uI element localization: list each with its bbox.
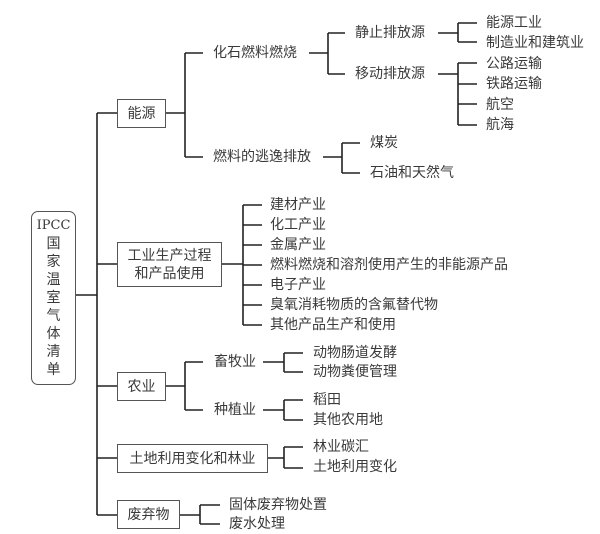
leaf-manufacturing-construction: 制造业和建筑业 — [486, 35, 584, 51]
node-fossil-fuel-combustion: 化石燃料燃烧 — [213, 45, 297, 61]
node-mobile-sources: 移动排放源 — [355, 66, 425, 82]
leaf-oil-gas: 石油和天然气 — [370, 165, 454, 181]
leaf-aviation: 航空 — [486, 97, 514, 113]
leaf-wastewater-treatment: 废水处理 — [229, 516, 285, 532]
root-label-line: 单 — [46, 362, 61, 378]
leaf-non-energy-products: 燃料燃烧和溶剂使用产生的非能源产品 — [270, 257, 508, 273]
root-label-line: 体 — [46, 326, 61, 342]
leaf-enteric-fermentation: 动物肠道发酵 — [313, 345, 397, 361]
category-label: 农业 — [127, 378, 156, 395]
category-label: 土地利用变化和林业 — [129, 450, 256, 467]
category-land-use-forestry: 土地利用变化和林业 — [117, 444, 268, 473]
leaf-energy-industry: 能源工业 — [486, 15, 542, 31]
leaf-building-materials: 建材产业 — [270, 197, 326, 213]
category-industrial-processes: 工业生产过程 和产品使用 — [117, 242, 222, 287]
category-label-line: 工业生产过程 — [127, 247, 212, 264]
node-fugitive-emissions: 燃料的逃逸排放 — [213, 149, 311, 165]
leaf-other-product-use: 其他产品生产和使用 — [270, 317, 396, 333]
leaf-rice-paddies: 稻田 — [313, 392, 341, 408]
root-label-line: 室 — [46, 290, 61, 306]
root-label-line: IPCC — [36, 218, 71, 233]
leaf-coal: 煤炭 — [370, 135, 398, 151]
node-livestock: 畜牧业 — [214, 354, 256, 370]
root-label-line: 国 — [46, 236, 61, 252]
root-node: IPCC 国 家 温 室 气 体 清 单 — [31, 211, 76, 385]
leaf-chemical-industry: 化工产业 — [270, 217, 326, 233]
leaf-manure-management: 动物粪便管理 — [313, 364, 397, 380]
leaf-rail-transport: 铁路运输 — [486, 76, 542, 92]
category-label-line: 和产品使用 — [134, 265, 205, 282]
leaf-forest-carbon-sink: 林业碳汇 — [313, 439, 369, 455]
leaf-navigation: 航海 — [486, 117, 514, 133]
leaf-land-use-change: 土地利用变化 — [313, 459, 397, 475]
category-label: 能源 — [127, 105, 156, 122]
root-label-line: 气 — [46, 308, 61, 324]
category-waste: 废弃物 — [117, 500, 180, 529]
category-label: 废弃物 — [127, 506, 170, 523]
root-label-line: 家 — [46, 254, 61, 270]
root-label-line: 清 — [46, 344, 61, 360]
category-energy: 能源 — [117, 99, 166, 128]
leaf-road-transport: 公路运输 — [486, 56, 542, 72]
leaf-other-farmland: 其他农用地 — [313, 412, 383, 428]
node-cropland: 种植业 — [214, 402, 256, 418]
root-label-line: 温 — [46, 272, 61, 288]
leaf-electronics-industry: 电子产业 — [270, 277, 326, 293]
leaf-metal-industry: 金属产业 — [270, 237, 326, 253]
leaf-ods-substitutes: 臭氧消耗物质的含氟替代物 — [270, 297, 438, 313]
leaf-solid-waste-disposal: 固体废弃物处置 — [229, 497, 327, 513]
category-agriculture: 农业 — [117, 372, 166, 401]
node-stationary-sources: 静止排放源 — [355, 25, 425, 41]
